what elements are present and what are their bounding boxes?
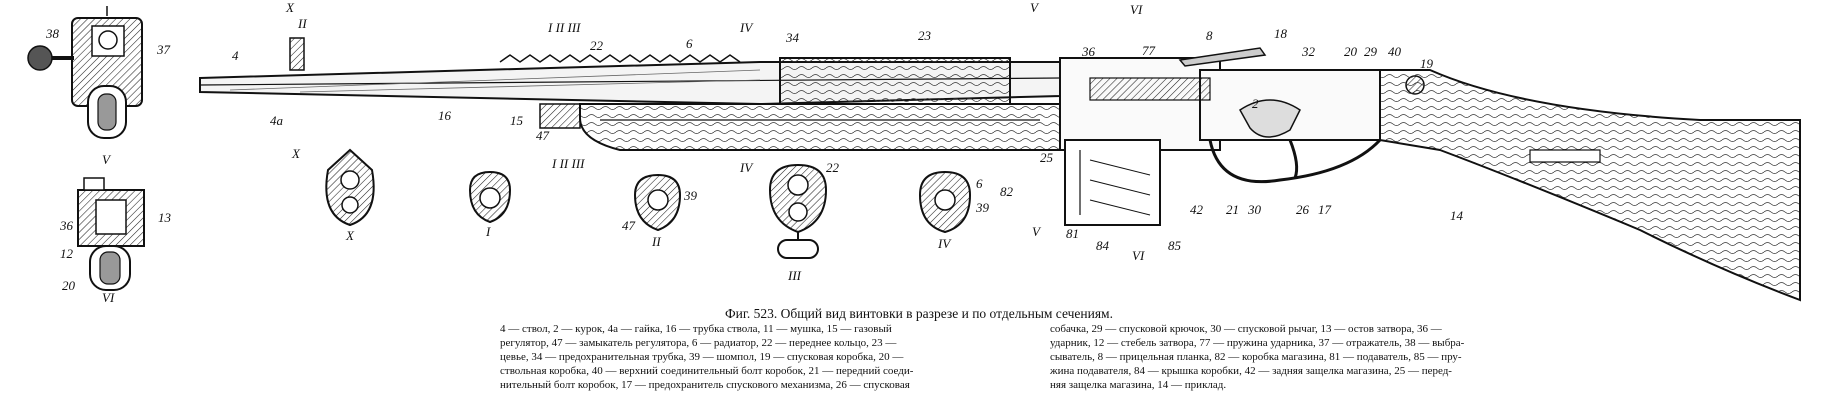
label-47b: 47 (622, 218, 636, 233)
label-13: 13 (158, 210, 172, 225)
label-34: 34 (785, 30, 800, 45)
handguard (779, 57, 1011, 105)
label-sec-iv: IV (937, 236, 952, 251)
label-15: 15 (510, 113, 524, 128)
label-84: 84 (1096, 238, 1110, 253)
label-v-top: V (102, 152, 112, 167)
label-22b: 22 (826, 160, 840, 175)
legend-line: ствольная коробка, 40 — верхний соединит… (500, 365, 914, 377)
label-23: 23 (918, 28, 932, 43)
callout-labels: 38 37 V 13 36 12 20 VI X II 4 4а X I II … (45, 0, 1464, 305)
label-v-top2: V (1030, 0, 1040, 15)
label-39: 39 (683, 188, 698, 203)
label-20a: 20 (62, 278, 76, 293)
label-29: 29 (1364, 44, 1378, 59)
rear-sight (1178, 47, 1267, 67)
label-42: 42 (1190, 202, 1204, 217)
end-section-v (27, 6, 143, 139)
label-sec-x: X (345, 228, 355, 243)
label-x-top: X (285, 0, 295, 15)
label-40: 40 (1388, 44, 1402, 59)
label-25: 25 (1040, 150, 1054, 165)
label-82: 82 (1000, 184, 1014, 199)
figure-caption: Фиг. 523. Общий вид винтовки в разрезе и… (725, 306, 1113, 321)
label-77: 77 (1142, 43, 1156, 58)
label-6: 6 (686, 36, 693, 51)
label-v-bottom2: V (1032, 224, 1042, 239)
legend-line: регулятор, 47 — замыкатель регулятора, 6… (500, 337, 897, 349)
receiver (1059, 57, 1425, 151)
legend-line: жина подавателя, 84 — крышка коробки, 42… (1050, 365, 1452, 377)
label-38: 38 (45, 26, 60, 41)
legend-right-column: собачка, 29 — спусковой крючок, 30 — спу… (1050, 322, 1610, 392)
legend-line: сыватель, 8 — прицельная планка, 82 — ко… (1050, 351, 1462, 363)
trigger-guard (1208, 138, 1382, 184)
rifle-cutaway-drawing: 38 37 V 13 36 12 20 VI X II 4 4а X I II … (27, 0, 1801, 305)
label-21: 21 (1226, 202, 1239, 217)
label-18: 18 (1274, 26, 1288, 41)
label-ii-top: II (297, 16, 307, 31)
label-4a: 4а (270, 113, 284, 128)
front-sight (289, 37, 305, 71)
section-ii (633, 173, 682, 232)
label-i-ii-iii-top: I II III (547, 20, 581, 35)
label-vi-bottom2: VI (1132, 248, 1145, 263)
magazine (1064, 139, 1161, 226)
legend-line: собачка, 29 — спусковой крючок, 30 — спу… (1050, 323, 1442, 335)
end-section-vi (77, 177, 145, 291)
label-iv-top: IV (739, 20, 754, 35)
label-sec-iii: III (787, 268, 802, 283)
label-39b: 39 (975, 200, 990, 215)
label-81: 81 (1066, 226, 1079, 241)
label-sec-i: I (485, 224, 491, 239)
label-x-bottom: X (291, 146, 301, 161)
label-16: 16 (438, 108, 452, 123)
label-22: 22 (590, 38, 604, 53)
legend-line: 4 — ствол, 2 — курок, 4а — гайка, 16 — т… (500, 323, 892, 335)
label-vi-top: VI (1130, 2, 1143, 17)
label-iv-bottom: IV (739, 160, 754, 175)
label-19: 19 (1420, 56, 1434, 71)
label-26: 26 (1296, 202, 1310, 217)
label-12: 12 (60, 246, 74, 261)
section-i (468, 170, 512, 224)
label-sec-ii: II (651, 234, 661, 249)
label-47: 47 (536, 128, 550, 143)
legend-line: ударник, 12 — стебель затвора, 77 — пруж… (1050, 337, 1465, 349)
label-37: 37 (156, 42, 171, 57)
label-6b: 6 (976, 176, 983, 191)
section-iii (768, 163, 828, 259)
label-20: 20 (1344, 44, 1358, 59)
radiator-fins (499, 54, 741, 63)
label-85: 85 (1168, 238, 1182, 253)
label-14: 14 (1450, 208, 1464, 223)
label-36: 36 (59, 218, 74, 233)
label-17: 17 (1318, 202, 1332, 217)
legend-left-column: 4 — ствол, 2 — курок, 4а — гайка, 16 — т… (500, 322, 970, 392)
forend (539, 103, 1061, 151)
label-i-ii-iii-bottom: I II III (551, 156, 585, 171)
stock (1379, 69, 1801, 302)
legend-line: нительный болт коробок, 17 — предохранит… (500, 379, 910, 391)
label-30: 30 (1247, 202, 1262, 217)
label-vi-bottom: VI (102, 290, 115, 305)
label-4: 4 (232, 48, 239, 63)
section-x (325, 148, 375, 227)
label-8: 8 (1206, 28, 1213, 43)
legend-line: цевье, 34 — предохранительная трубка, 39… (500, 351, 904, 363)
label-2: 2 (1252, 96, 1259, 111)
label-36b: 36 (1081, 44, 1096, 59)
section-iv (918, 170, 972, 234)
label-32: 32 (1301, 44, 1316, 59)
legend-line: няя защелка магазина, 14 — приклад. (1050, 379, 1227, 391)
